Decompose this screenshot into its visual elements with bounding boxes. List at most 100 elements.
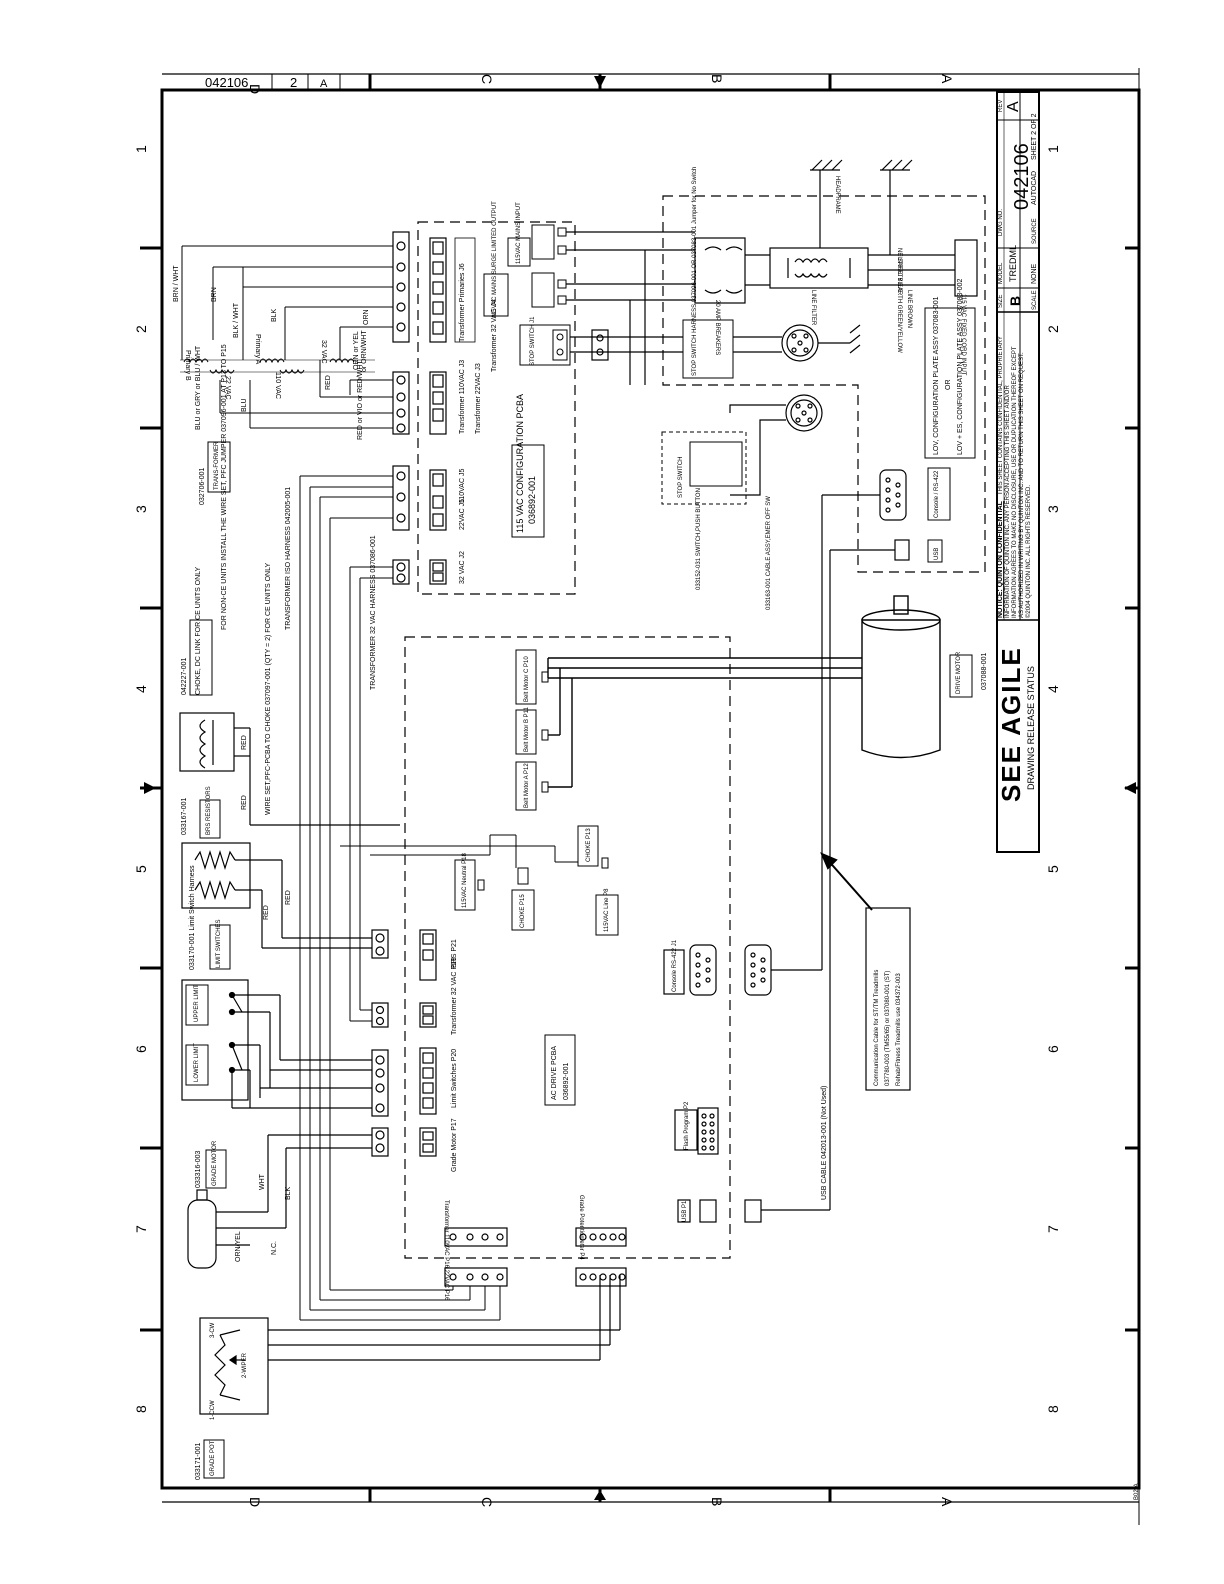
notice-line-5: ©2004 QUINTON INC. ALL RIGHTS RESERVED. [1025,485,1032,618]
emer-cable-label: 033163-001 CABLE ASSY,EMER OFF SW [766,496,772,610]
zone-col-3-right: 3 [1045,505,1061,513]
wire-pfc-note: WIRE SET,PFC-PCBA TO CHOKE 037097-001 (Q… [265,563,272,815]
connector-j2-label: 32 VAC J2 [459,551,466,584]
zone-col-2-left: 2 [133,325,149,333]
title-rev-label: REV [998,100,1004,112]
drive-board-part: 036892-001 [563,1063,570,1100]
config-plate-1: LOV, CONFIGURATION PLATE ASSY 037083-001 [933,296,940,455]
choke-part: 042227-001 [181,658,188,695]
grade-pot-part: 033171-001 [195,1443,202,1480]
wire-blk-wht: BLK / WHT [233,302,240,338]
power-cord-label: 115 VAC FIXED CORD INPUT [960,294,966,376]
upper-limit-label: UPPER LIMIT [194,984,200,1022]
grade-motor-orn-yel: ORN/YEL [235,1231,242,1262]
connector-j6-label: Transformer Primaries J6 [459,263,466,342]
brs-label: BRS RESISTORS [206,786,212,835]
grade-pot-label: GRADE POT [210,1440,216,1476]
console-j1-label: Console RS-422 J1 [672,939,678,992]
notice-line-2: INFORMATION OF QUINTON INC. ANY PERSON A… [1005,385,1011,618]
wire-orn-yel: ORN or YEL [353,331,360,370]
title-source: AUTOCAD [1031,171,1038,205]
plate-ports [821,469,910,1210]
zone-row-b-top: B [709,74,725,83]
pot-wiper: 2-WIPER [242,1352,248,1378]
grade-motor-part: 033316-003 [195,1151,202,1188]
wire-blu: BLU [241,398,248,412]
harness-32-note: TRANSFORMER 32 VAC HARNESS 037086-001 [370,535,377,690]
title-dwg-label: DWG NO. [998,209,1004,236]
connector-j3b-label: Transformer 22VAC J3 [475,363,482,434]
config-board-part: 036892-001 [527,476,537,524]
grade-motor-blk: BLK [285,1186,292,1200]
notice-line-4: AS AUTHORIZED IN WRITING BY QUINTON INC.… [1019,352,1025,618]
transformer-part: 032706-001 [199,468,206,505]
grade-pot-label-box [203,1439,225,1479]
config-plate-2: LOV + ES, CONFIGURATION PLATE ASSY 03708… [957,278,964,455]
config-plate-or: OR [945,380,952,391]
grade-motor-nc: N.C. [271,1241,278,1255]
drive-motor-label: DRIVE MOTOR [956,651,962,694]
harness-bundles [299,475,578,1321]
console-port-box [927,467,951,521]
stop-button-label: 033152-031 SWITCH,PUSH BUTTON [696,488,702,590]
title-rev: A [1005,101,1022,112]
drive-board-title-box [544,1034,576,1106]
grade-motor-wht: WHT [259,1173,266,1190]
zone-col-5-right: 5 [1045,865,1061,873]
round-connectors [570,250,861,496]
grade-motor-label-box [205,1149,227,1189]
stop-switch-j1-label: STOP SWITCH J1 [530,316,536,366]
title-model: TREDML [1008,245,1018,282]
zone-row-b-bottom: B [709,1497,725,1506]
notice-line-3: INFORMATION AGREES TO MAKE NO DISCLOSURE… [1012,346,1018,618]
breakers-label: 20 AMP BREAKERS [714,300,720,355]
earth-label: SAFETY EARTH GREEN/YELLOW [896,258,902,353]
release-stamp-sub: DRAWING RELEASE STATUS [1026,666,1036,790]
p12-label: Belt Motor A P12 [524,763,530,808]
zone-col-6-right: 6 [1045,1045,1061,1053]
connector-j6 [392,231,447,343]
connector-j3 [392,371,447,435]
mains-connectors [483,224,571,366]
p17-label: Grade Motor P17 [451,1118,458,1172]
top-sheet-number: 2 [290,75,297,90]
connector-j6-label-box [454,237,476,343]
transformer-label-box [207,441,231,493]
neutral-label: NEUTRAL BLUE [896,248,902,293]
zone-col-1-left: 1 [133,145,149,153]
zone-rows: D C B A D C B A [247,74,955,1507]
zone-row-d-bottom: D [247,1497,263,1507]
brs-part: 033167-001 [181,798,188,835]
brs-resistor-symbol [181,842,372,949]
notice-line-1: THIS SHEET CONTAINS CONFIDENTIAL, PROPRI… [998,336,1004,495]
config-board-title-box [511,444,545,538]
stop-switch-outer [661,431,747,505]
flash-p2-label: Flash Program P2 [684,1101,690,1150]
label-22vac: 22 VAC [224,376,231,400]
title-drawing-number: 042106 [1011,143,1033,210]
transformer-wiring [180,245,393,429]
label-110vac: 110 VAC [274,372,281,399]
stop-switch-inner [689,441,743,487]
title-block: REV A SHEET 2 OF 2 042106 DWG NO. SOURCE… [996,91,1040,853]
usb-port-label: USB [934,548,940,560]
label-primary-b: Primary B [184,350,191,381]
zone-row-a-top: A [939,74,955,84]
p20-label: Limit Switches P20 [451,1049,458,1108]
top-drawing-number: 042106 [205,75,248,90]
title-scale-label: SCALE [1032,290,1038,310]
mains-output-label: 115VAC MAINS SURGE LIMITED OUTPUT [492,201,498,318]
label-32vac: 32 VAC [320,340,327,364]
pot-cw: 3-CW [210,1322,216,1338]
brs-red-2: RED [263,905,270,920]
wire-brn-wht: BRN / WHT [173,265,180,302]
lower-limit-label: LOWER LIMIT [194,1043,200,1082]
config-board-title: 115 VAC CONFIGURATION PCBA [515,394,525,533]
drive-board [404,636,731,1259]
zone-col-1-right: 1 [1045,145,1061,153]
usb-port-box [927,539,943,563]
corner-tag: B02-A [1134,1483,1140,1500]
zone-row-c-top: C [479,74,495,84]
connector-j4-label: Transformer 32 VAC J4 [491,299,498,372]
